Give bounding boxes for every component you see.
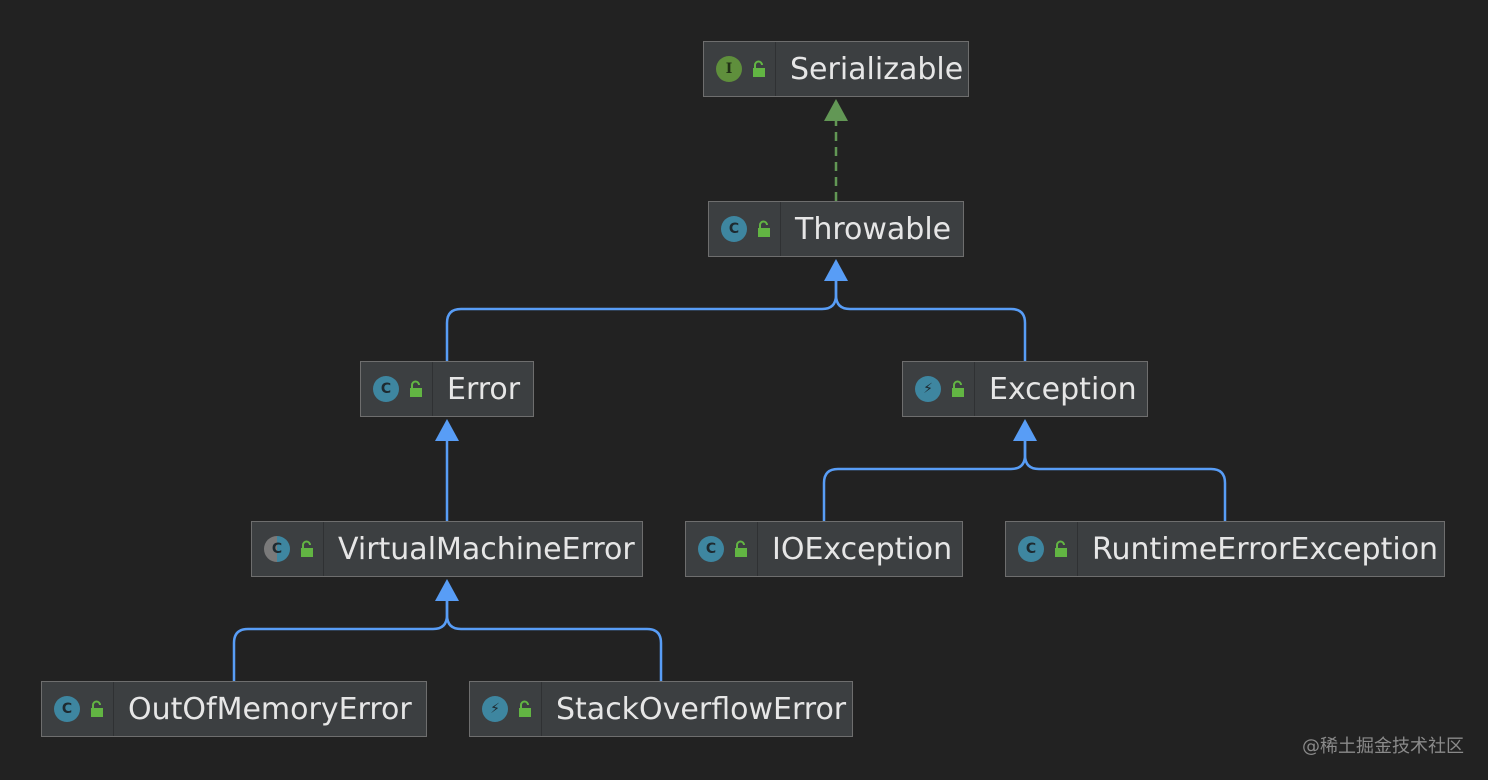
class-icon: C	[721, 216, 747, 242]
class-icon: C	[1018, 536, 1044, 562]
node-icons: C	[42, 682, 114, 736]
class-icon: C	[698, 536, 724, 562]
node-label: OutOfMemoryError	[128, 691, 412, 727]
edge-exception-to-throwable	[834, 281, 1027, 361]
node-icons: I	[704, 42, 776, 96]
node-serializable[interactable]: I Serializable	[703, 41, 969, 97]
node-icons: C	[1006, 522, 1078, 576]
node-out-of-memory-error[interactable]: C OutOfMemoryError	[41, 681, 427, 737]
watermark: @稀土掘金技术社区	[1302, 736, 1464, 757]
edge-out_of_memory_error-to-virtual_machine_error	[232, 601, 449, 681]
node-throwable[interactable]: C Throwable	[708, 201, 964, 257]
unlocked-lock-icon	[301, 540, 313, 557]
node-label: Exception	[989, 371, 1137, 407]
unlocked-lock-icon	[519, 700, 531, 717]
node-label: IOException	[772, 531, 953, 567]
node-icons: ⚡	[903, 362, 975, 416]
exception-class-icon: ⚡	[915, 376, 941, 402]
node-error[interactable]: C Error	[360, 361, 534, 417]
node-label: Serializable	[790, 51, 964, 87]
unlocked-lock-icon	[758, 220, 770, 237]
arrowhead-to-serializable	[824, 99, 848, 121]
node-icons: ⚡	[470, 682, 542, 736]
unlocked-lock-icon	[952, 380, 964, 397]
unlocked-lock-icon	[91, 700, 103, 717]
class-icon: C	[373, 376, 399, 402]
unlocked-lock-icon	[753, 60, 765, 77]
node-stack-overflow-error[interactable]: ⚡ StackOverflowError	[469, 681, 853, 737]
node-label: VirtualMachineError	[338, 531, 635, 567]
arrowhead-to-throwable	[824, 259, 848, 281]
unlocked-lock-icon	[410, 380, 422, 397]
node-label: Error	[447, 371, 521, 407]
edge-error-to-throwable	[445, 281, 838, 361]
node-label: Throwable	[795, 211, 952, 247]
edge-stack_overflow_error-to-virtual_machine_error	[445, 601, 663, 681]
exception-class-icon: ⚡	[482, 696, 508, 722]
node-icons: C	[709, 202, 781, 256]
node-label: StackOverflowError	[556, 691, 847, 727]
class-icon: C	[54, 696, 80, 722]
interface-icon: I	[716, 56, 742, 82]
node-virtual-machine-error[interactable]: C VirtualMachineError	[251, 521, 643, 577]
node-icons: C	[252, 522, 324, 576]
node-runtime-error-exception[interactable]: C RuntimeErrorException	[1005, 521, 1445, 577]
arrowhead-to-virtual_machine_error	[435, 579, 459, 601]
abstract-class-glyph: C	[271, 541, 283, 557]
node-icons: C	[686, 522, 758, 576]
unlocked-lock-icon	[735, 540, 747, 557]
abstract-class-icon: C	[264, 536, 290, 562]
node-icons: C	[361, 362, 433, 416]
arrowhead-to-error	[435, 419, 459, 441]
node-exception[interactable]: ⚡ Exception	[902, 361, 1148, 417]
edge-ioexception-to-exception	[822, 441, 1027, 521]
arrowhead-to-exception	[1013, 419, 1037, 441]
edge-runtime_error_exception-to-exception	[1023, 441, 1227, 521]
node-label: RuntimeErrorException	[1092, 531, 1439, 567]
unlocked-lock-icon	[1055, 540, 1067, 557]
node-ioexception[interactable]: C IOException	[685, 521, 963, 577]
